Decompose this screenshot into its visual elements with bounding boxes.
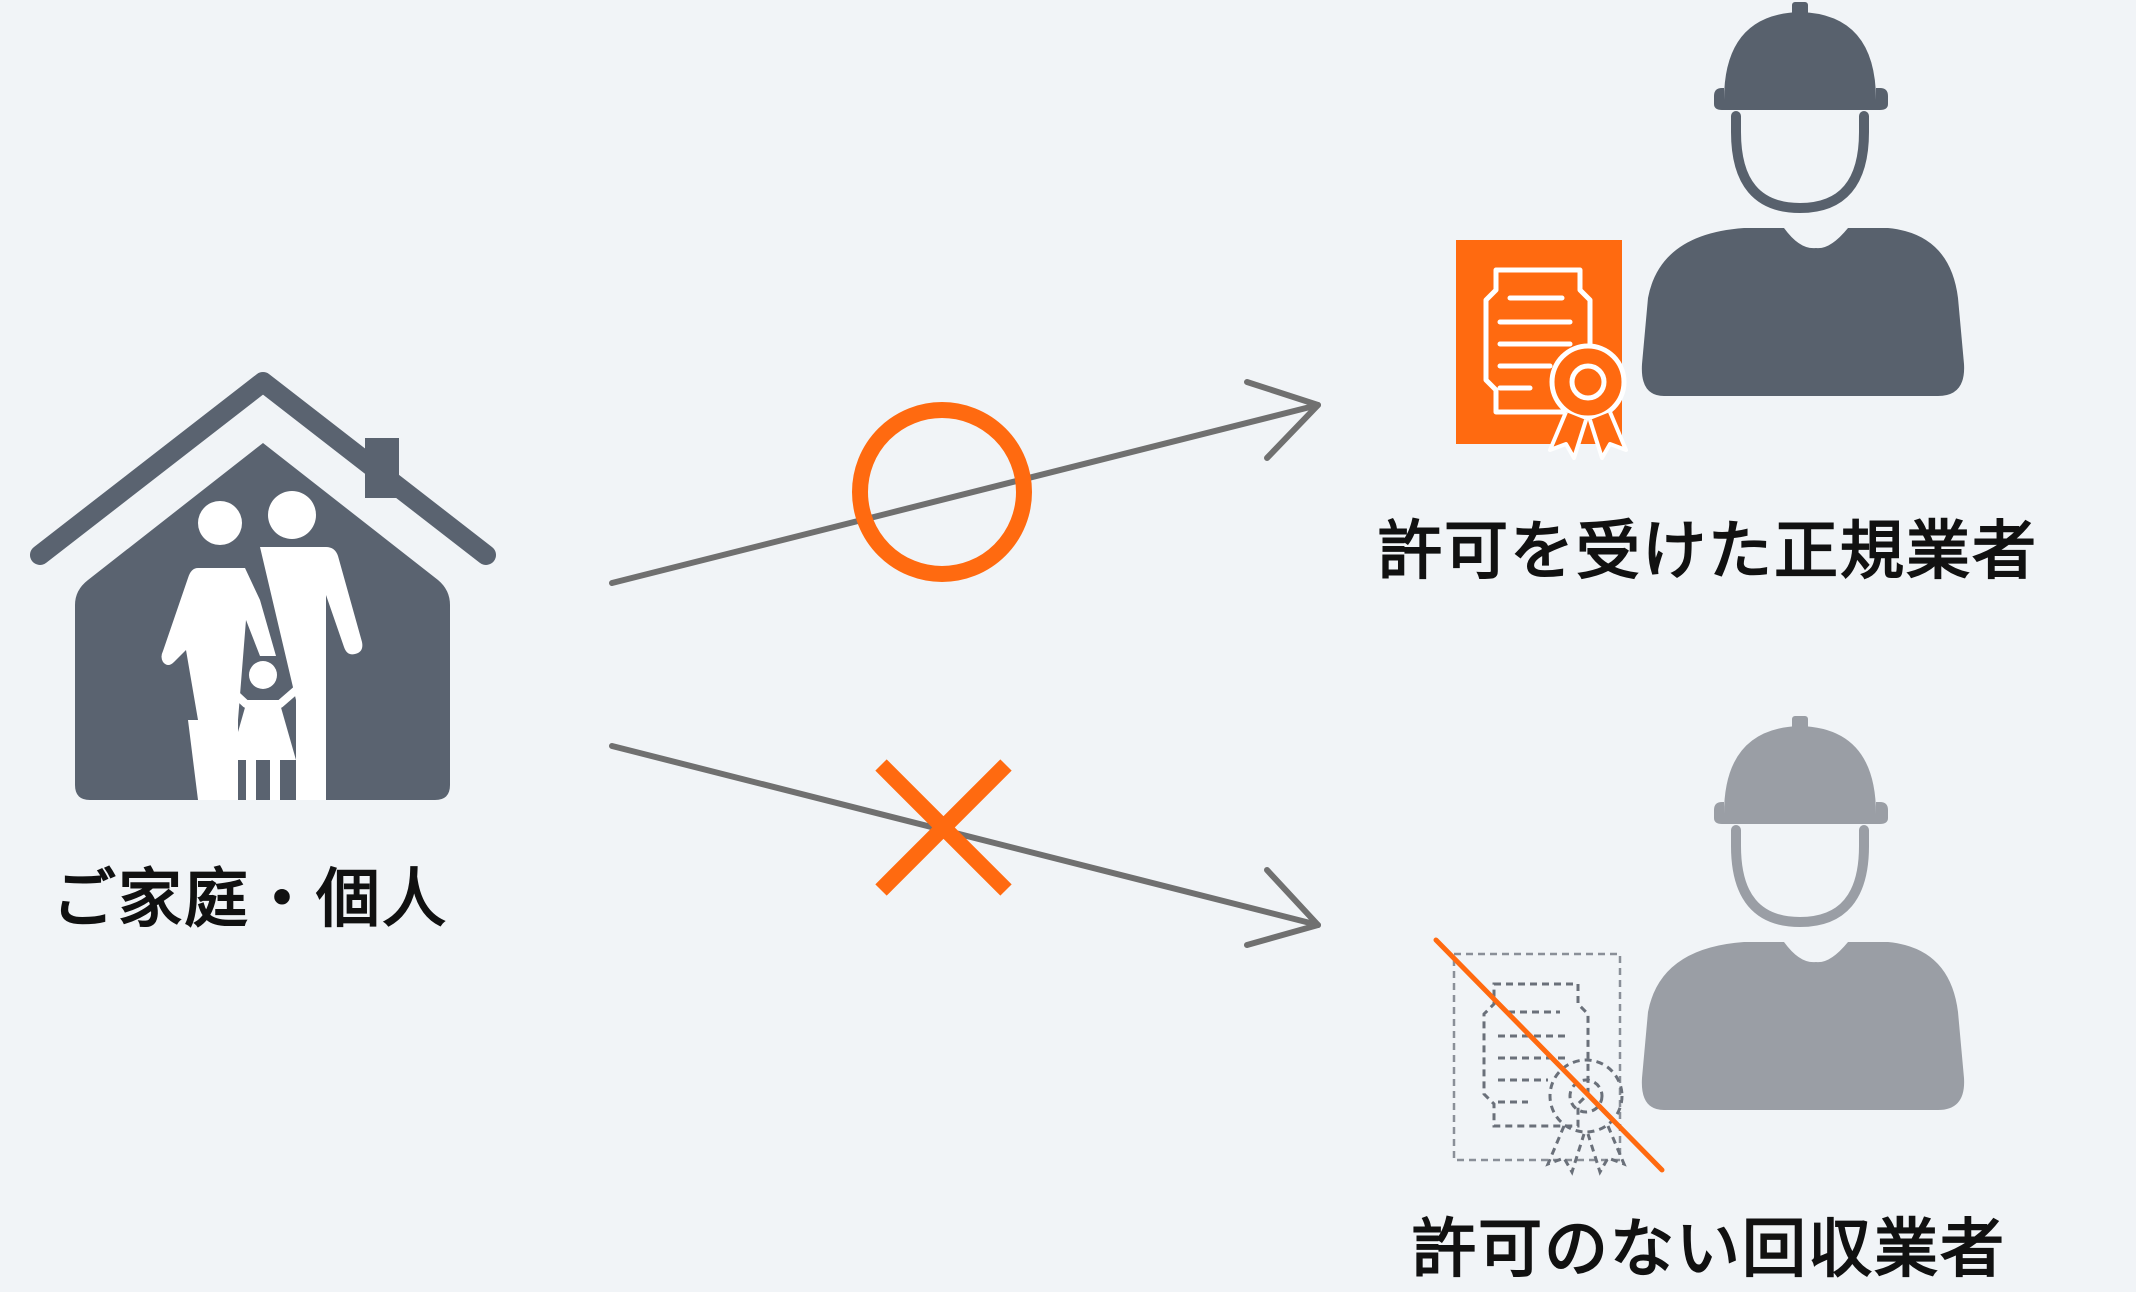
circle-mark-icon xyxy=(852,402,1032,582)
arrow-to-unlicensed xyxy=(609,743,1321,948)
cross-mark-icon xyxy=(875,759,1012,896)
licensed-worker-icon xyxy=(1641,2,1965,396)
arrow-to-licensed xyxy=(609,379,1321,586)
crossed-certificate-icon xyxy=(1433,937,1665,1176)
house-family-icon xyxy=(30,372,496,800)
licensed-vendor-label: 許可を受けた正規業者 xyxy=(1378,515,2038,589)
home-label: ご家庭・個人 xyxy=(52,863,448,937)
unlicensed-worker-icon xyxy=(1641,716,1965,1110)
unlicensed-collector-label: 許可のない回収業者 xyxy=(1412,1213,2006,1287)
certificate-icon xyxy=(1456,240,1628,460)
